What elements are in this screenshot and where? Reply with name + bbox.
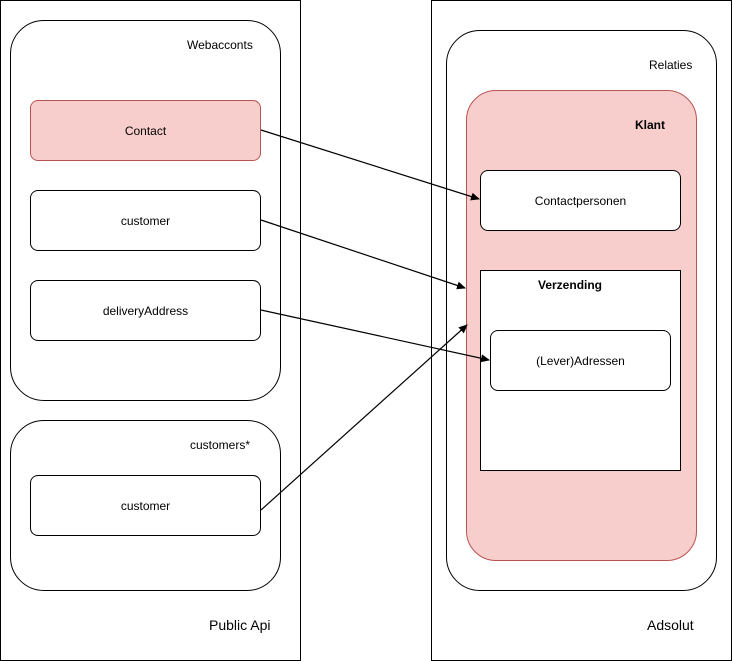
customer-node-label: customer (120, 213, 171, 228)
contactpersonen-node[interactable]: Contactpersonen (480, 170, 681, 231)
contactpersonen-node-label: Contactpersonen (534, 193, 627, 208)
delivery-address-node[interactable]: deliveryAddress (30, 280, 261, 341)
delivery-address-node-label: deliveryAddress (102, 303, 189, 318)
webaccounts-title: Webacconts (187, 38, 253, 52)
customers-customer-node-label: customer (120, 498, 171, 513)
lever-adressen-node[interactable]: (Lever)Adressen (490, 330, 671, 391)
relaties-title: Relaties (649, 58, 693, 72)
verzending-title: Verzending (538, 278, 603, 292)
contact-node[interactable]: Contact (30, 100, 261, 161)
customer-node[interactable]: customer (30, 190, 261, 251)
klant-title: Klant (635, 118, 665, 132)
adsolut-title: Adsolut (647, 617, 694, 633)
customers-group-title: customers* (190, 438, 251, 452)
contact-node-label: Contact (124, 123, 167, 138)
customers-customer-node[interactable]: customer (30, 475, 261, 536)
lever-adressen-node-label: (Lever)Adressen (536, 353, 625, 368)
public-api-title: Public Api (209, 617, 271, 633)
